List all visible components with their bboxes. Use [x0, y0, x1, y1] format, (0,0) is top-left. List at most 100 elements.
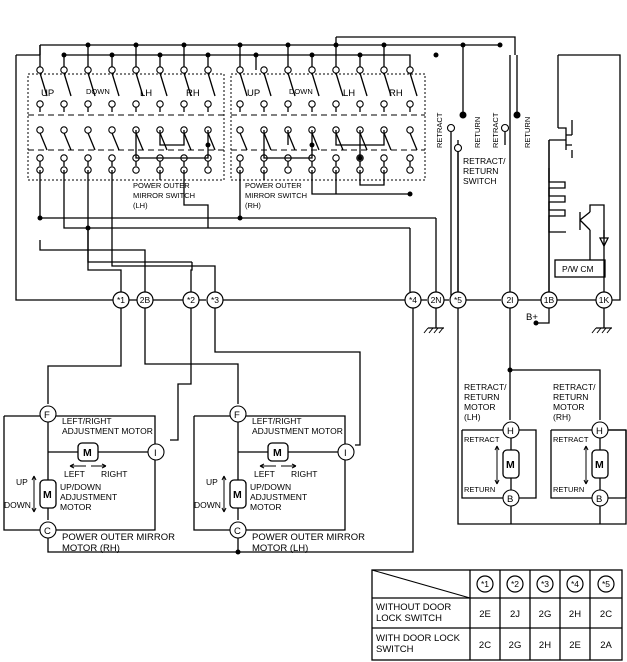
table-header-4: [566, 575, 584, 593]
motor-lh-up-label: UP: [206, 477, 218, 487]
svg-text:(RH): (RH): [553, 412, 571, 422]
connector-c3-label: *3: [211, 295, 219, 305]
connector-c1b-label: 1B: [544, 295, 555, 305]
connector-c2n-label: 2N: [431, 295, 442, 305]
switch-lh-lh-label: LH: [140, 88, 152, 99]
retract-switch-name-3: SWITCH: [463, 176, 497, 186]
switch-rh-contact: [406, 166, 414, 174]
svg-text:B: B: [507, 494, 513, 505]
svg-text:M: M: [595, 459, 604, 471]
motor-rh-down-label: DOWN: [4, 500, 31, 510]
svg-text:B: B: [596, 494, 602, 505]
retract-switch-name-2: RETURN: [463, 166, 498, 176]
connector-c2b-label: 2B: [140, 295, 151, 305]
motor-lh-left-label: LEFT: [254, 469, 275, 479]
table-cell: 2H: [539, 640, 551, 651]
table-cell: 2H: [569, 609, 581, 620]
table-header-label: *2: [511, 579, 519, 589]
switch-rh-contact: [406, 154, 414, 162]
switch-lh-name-2: MIRROR SWITCH: [133, 191, 195, 200]
table-cell: 2C: [600, 609, 612, 620]
motor-feed-wires: [47, 308, 627, 553]
switch-lh-up-label: UP: [41, 88, 54, 99]
power-outer-mirror-switch-rh: UP DOWN LH RH POWER OUTER MIRROR SWITCH …: [230, 66, 426, 210]
switch-lh-contact: [84, 126, 92, 134]
power-outer-mirror-motor-rh: F I C M M LEFT/RIGHT ADJUSTMENT MOTOR LE…: [3, 405, 175, 554]
switch-rh-down-label: DOWN: [289, 87, 313, 96]
switch-lh-contact: [36, 100, 44, 108]
table-cell: 2E: [569, 640, 581, 651]
svg-text:I: I: [344, 448, 347, 459]
switch-rh-contact: [406, 66, 414, 74]
motor-lh-terminal-f: [229, 405, 247, 423]
switch-rh-contact: [236, 66, 244, 74]
motor-lh-terminal-c: [229, 521, 247, 539]
svg-text:RETRACT/: RETRACT/: [553, 382, 596, 392]
switch-rh-contact: [380, 154, 388, 162]
table-row-1-label: WITHOUT DOOR: [376, 602, 451, 613]
switch-rh-contact: [332, 154, 340, 162]
switch-rh-contact: [308, 66, 316, 74]
motor-lh-ud-label-3: MOTOR: [250, 502, 281, 512]
motor-lh-right-label: RIGHT: [291, 469, 317, 479]
switch-rh-contact: [406, 100, 414, 108]
switch-rh-contact: [260, 100, 268, 108]
table-cell: 2G: [539, 609, 552, 620]
motor-rh-lr-label-2: ADJUSTMENT MOTOR: [62, 426, 153, 436]
table-header-label: *3: [541, 579, 549, 589]
switch-lh-contact: [108, 126, 116, 134]
svg-text:I: I: [154, 448, 157, 459]
switch-lh-contact: [204, 166, 212, 174]
motor-lh-lr-label-2: ADJUSTMENT MOTOR: [252, 426, 343, 436]
switch-lh-contact: [108, 154, 116, 162]
table-header-label: *4: [571, 579, 579, 589]
connector-c2i-label: 2I: [506, 295, 513, 305]
switch-rh-contact: [356, 66, 364, 74]
svg-text:RETURN: RETURN: [464, 392, 499, 402]
second-rail: [63, 36, 516, 70]
power-outer-mirror-motor-lh: F I C M M LEFT/RIGHT ADJUSTMENT MOTOR LE…: [193, 405, 365, 554]
retract-switch-name: RETRACT/: [463, 156, 506, 166]
switch-lh-name-3: (LH): [133, 201, 148, 210]
switch-rh-contact: [284, 66, 292, 74]
switch-lh-contact: [36, 66, 44, 74]
retract-lh-terminal-h: [502, 421, 520, 439]
motor-lh-terminal-i: [337, 443, 355, 461]
switch-lh-contact: [84, 66, 92, 74]
switch-rh-rh-label: RH: [389, 88, 403, 99]
battery-b-plus: B+: [526, 308, 550, 326]
switch-rh-lh-label: LH: [343, 88, 355, 99]
switch-lh-contact: [60, 154, 68, 162]
switch-lh-contact: [108, 100, 116, 108]
table-row-2-label-2: SWITCH: [376, 644, 414, 655]
retract-feed-wire: [509, 308, 601, 420]
motor-rh-terminal-f: [39, 405, 57, 423]
switch-rh-contact: [308, 100, 316, 108]
switch-rh-contact: [236, 154, 244, 162]
switch-rh-contact: [332, 66, 340, 74]
switch-lh-contact: [204, 100, 212, 108]
switch-lh-contact: [156, 100, 164, 108]
switch-lh-down-label: DOWN: [86, 87, 110, 96]
svg-text:M: M: [506, 459, 515, 471]
svg-text:RETRACT: RETRACT: [464, 435, 500, 444]
table-row-1-label-2: LOCK SWITCH: [376, 613, 442, 624]
switch-lh-contact: [156, 66, 164, 74]
motor-rh-terminal-c: [39, 521, 57, 539]
relay-circuit: P/W CM: [548, 55, 610, 292]
switch-rh-contact: [284, 166, 292, 174]
motor-lh-ud-motor-symbol: M: [233, 489, 242, 501]
switch-lh-name: POWER OUTER: [133, 181, 190, 190]
svg-text:RETRACT: RETRACT: [553, 435, 589, 444]
switch-lh-contact: [132, 166, 140, 174]
connector-table: *1*2*3*4*5 WITHOUT DOOR LOCK SWITCH WITH…: [371, 569, 623, 661]
switch-lh-contact: [132, 100, 140, 108]
switch-lh-contact: [36, 126, 44, 134]
table-cell: 2A: [600, 640, 612, 651]
retract-return-motor-lh: RETRACT/ RETURN MOTOR (LH) H B M RETRACT…: [461, 382, 537, 507]
retract-return-motor-rh: RETRACT/ RETURN MOTOR (RH) H B M RETRACT…: [550, 382, 627, 507]
connector-c4-label: *4: [409, 295, 417, 305]
motor-rh-name: POWER OUTER MIRROR: [62, 532, 175, 543]
retract-switch-return-label-2: RETURN: [523, 117, 532, 148]
